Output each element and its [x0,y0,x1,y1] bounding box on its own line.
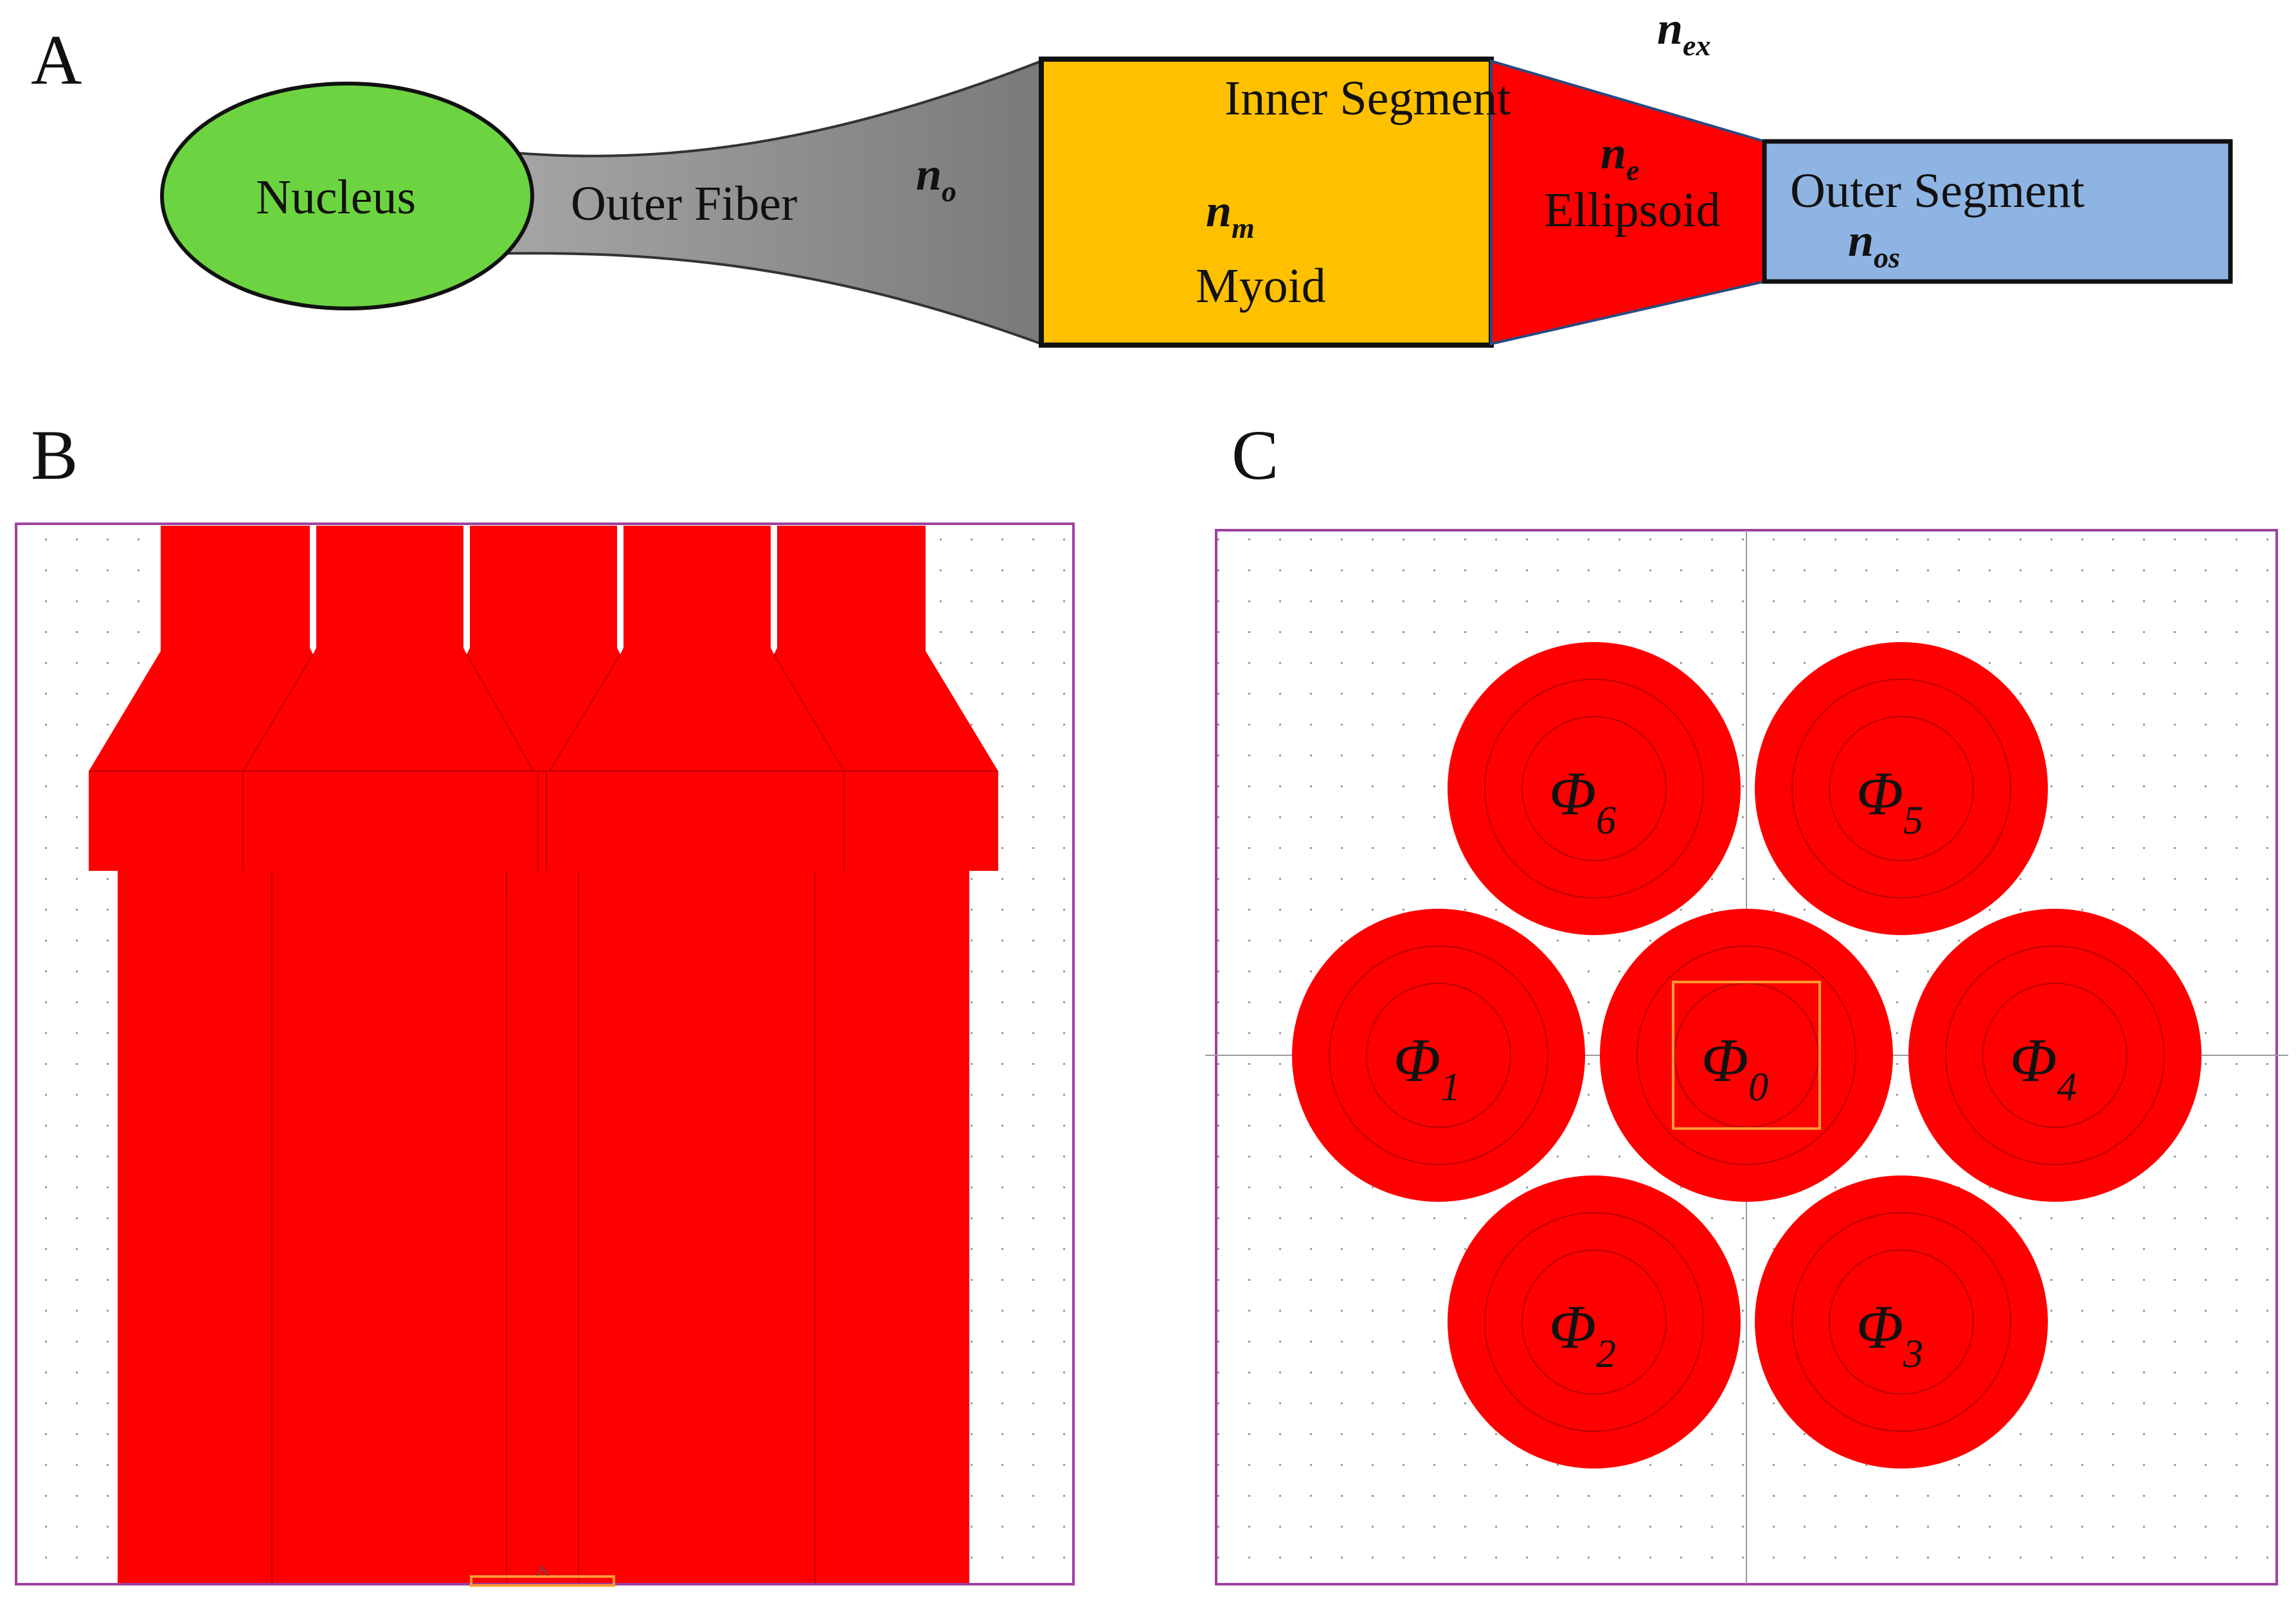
cell-phi-5 [1755,642,2048,935]
top-gaps [310,526,777,654]
n-e-symbol: ne [1601,127,1639,186]
cell-phi-4 [1908,909,2202,1202]
phi-3-label: Φ3 [1856,1292,1923,1376]
phi-1-label: Φ1 [1394,1026,1460,1109]
tapered-block [89,651,998,771]
cell-phi-6 [1448,642,1741,935]
panel-a-label: A [31,21,82,99]
nucleus-shape [160,82,534,310]
ellipsoid-label: Ellipsoid [1544,183,1720,237]
phi-6-label: Φ6 [1549,759,1616,843]
outer-segment-label: Outer Segment [1790,164,2085,218]
outer-segment-box [1762,139,2233,284]
inner-segment-label: Inner Segment [1224,71,1511,125]
n-m-symbol: nm [1206,185,1255,244]
cell-phi-2 [1448,1175,1741,1469]
panel-c-label: C [1232,416,1278,494]
source-arrow [537,1565,548,1577]
n-ex-symbol: nex [1657,3,1710,62]
cell-phi-3 [1755,1175,2048,1469]
side-view-model [15,523,1075,1587]
phi-0-label: Φ0 [1701,1026,1768,1109]
phi-5-label: Φ5 [1856,759,1923,843]
cross-section-model [1205,529,2288,1586]
phi-4-label: Φ4 [2010,1026,2077,1109]
panel-b-label: B [31,416,78,494]
nucleus-label: Nucleus [256,170,416,224]
outer-fiber-label: Outer Fiber [571,177,797,231]
internal-outlines [89,654,998,1583]
n-os-symbol: nos [1848,215,1900,274]
cell-phi-1 [1292,909,1585,1202]
myoid-box [1039,57,1494,348]
lower-block [118,871,969,1583]
photoreceptor-schematic [160,57,2233,348]
n-o-symbol: no [916,148,956,208]
source-marker [470,1575,615,1587]
myoid-label: Myoid [1196,259,1326,313]
monitor-square [1672,981,1821,1130]
phi-2-label: Φ2 [1549,1292,1616,1376]
middle-block [89,771,998,871]
top-block [161,526,926,651]
